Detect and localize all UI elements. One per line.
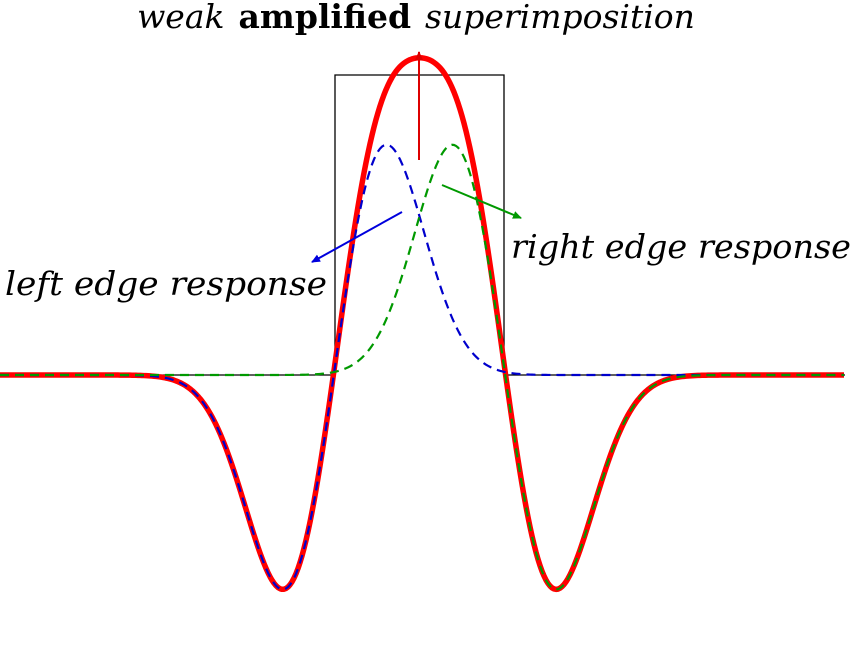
- left-edge-response-label: left edge response: [5, 264, 327, 303]
- figure-title: weak amplified superimposition: [137, 0, 695, 36]
- title-weak: weak: [137, 0, 224, 36]
- right-edge-response-label: right edge response: [511, 227, 851, 266]
- right-edge-response-curve: [0, 143, 844, 591]
- title-amplified: amplified: [239, 0, 412, 36]
- left-response-arrow: [311, 211, 403, 263]
- step-edge-signal: [0, 74, 845, 376]
- superimposed-response-curve: [0, 55, 845, 593]
- right-response-arrow: [441, 184, 522, 219]
- title-superimposition: superimposition: [425, 0, 695, 36]
